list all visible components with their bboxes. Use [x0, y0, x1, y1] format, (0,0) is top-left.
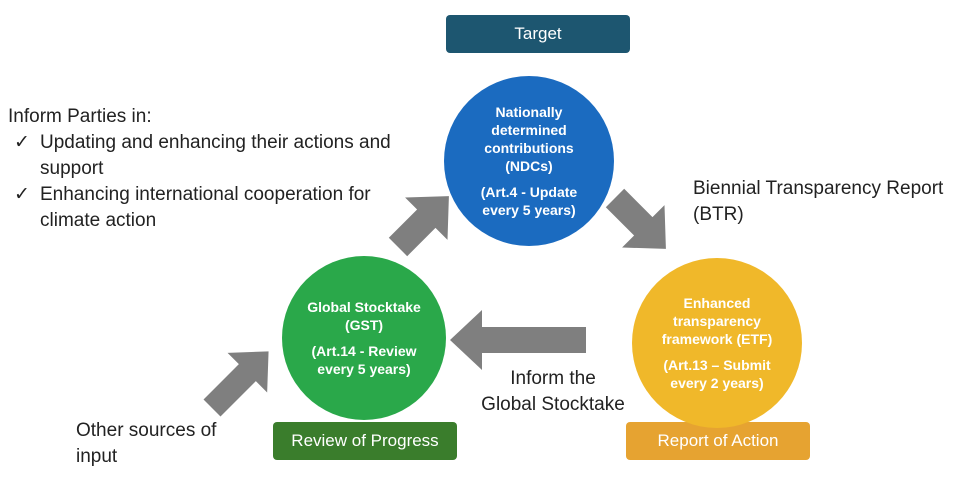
- ndc-sub-line: every 5 years): [482, 202, 576, 218]
- checkmark-icon: ✓: [14, 184, 30, 205]
- etf-sub-line: every 2 years): [670, 375, 764, 391]
- list-item: ✓ Updating and enhancing their actions a…: [8, 130, 428, 182]
- gst-title-line: Global Stocktake: [307, 299, 421, 315]
- ndc-title-line: determined: [491, 122, 567, 138]
- arrow-ndc-to-etf: [605, 188, 666, 249]
- btr-label-line: Biennial Transparency Report: [693, 178, 944, 199]
- inform-parties-block: Inform Parties in: ✓ Updating and enhanc…: [8, 104, 428, 234]
- inform-parties-list: ✓ Updating and enhancing their actions a…: [8, 130, 428, 234]
- list-item-text: Enhancing international cooperation for …: [40, 184, 371, 231]
- btr-label: Biennial Transparency Report (BTR): [693, 176, 973, 228]
- arrow-etf-to-gst: [450, 310, 586, 370]
- etf-title-line: transparency: [673, 313, 761, 329]
- etf-circle: Enhanced transparency framework (ETF) (A…: [632, 258, 802, 428]
- list-item-text: Updating and enhancing their actions and…: [40, 132, 391, 179]
- gst-subtitle: (Art.14 - Review every 5 years): [311, 342, 416, 378]
- arrow-other-to-gst: [203, 351, 269, 417]
- ndc-subtitle: (Art.4 - Update every 5 years): [481, 183, 577, 219]
- gst-sub-line: (Art.14 - Review: [311, 343, 417, 359]
- gst-circle: Global Stocktake (GST) (Art.14 - Review …: [282, 256, 446, 420]
- review-of-progress-label: Review of Progress: [273, 422, 457, 460]
- target-label: Target: [446, 15, 630, 53]
- checkmark-icon: ✓: [14, 132, 30, 153]
- btr-label-line: (BTR): [693, 204, 744, 225]
- ndc-title-line: Nationally: [495, 104, 563, 120]
- etf-title-line: Enhanced: [683, 295, 751, 311]
- inform-parties-heading: Inform Parties in:: [8, 106, 152, 127]
- gst-title: Global Stocktake (GST): [307, 298, 421, 334]
- etf-subtitle: (Art.13 – Submit every 2 years): [663, 356, 770, 392]
- ndc-title-line: contributions (NDCs): [484, 140, 574, 174]
- ndc-title: Nationally determined contributions (NDC…: [460, 103, 598, 175]
- inform-gst-label: Inform the Global Stocktake: [468, 366, 638, 418]
- other-sources-line: input: [76, 446, 118, 467]
- list-item: ✓ Enhancing international cooperation fo…: [8, 182, 428, 234]
- report-of-action-label: Report of Action: [626, 422, 810, 460]
- gst-title-line: (GST): [344, 317, 384, 333]
- arrow-gst-to-ndc: [388, 196, 449, 257]
- other-sources-label: Other sources of input: [76, 418, 276, 470]
- etf-sub-line: (Art.13 – Submit: [663, 357, 771, 373]
- inform-gst-line: Global Stocktake: [481, 394, 625, 415]
- etf-title-line: framework (ETF): [661, 331, 773, 347]
- etf-title: Enhanced transparency framework (ETF): [662, 294, 772, 348]
- inform-gst-line: Inform the: [510, 368, 596, 389]
- other-sources-line: Other sources of: [76, 420, 217, 441]
- ndc-circle: Nationally determined contributions (NDC…: [444, 76, 614, 246]
- gst-sub-line: every 5 years): [317, 361, 411, 377]
- ndc-sub-line: (Art.4 - Update: [480, 184, 578, 200]
